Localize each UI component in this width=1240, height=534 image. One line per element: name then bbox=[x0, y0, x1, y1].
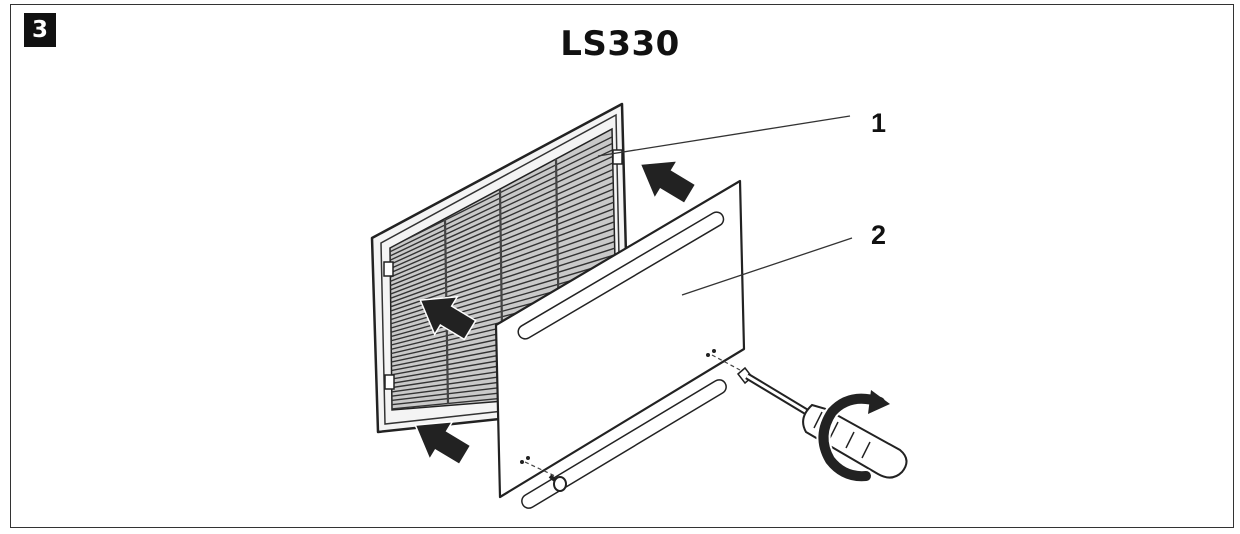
grille-slat bbox=[390, 164, 618, 272]
grille-slat bbox=[390, 178, 618, 281]
callout-1-label: 1 bbox=[871, 108, 887, 138]
rotate-arrow-icon bbox=[816, 390, 890, 484]
grille-slat bbox=[390, 138, 618, 255]
cover-plate bbox=[494, 179, 746, 509]
grille-slat bbox=[390, 158, 618, 268]
grille-slat bbox=[390, 198, 618, 293]
screw-icon bbox=[548, 474, 567, 492]
grille-slat bbox=[390, 144, 618, 260]
push-arrow-icon bbox=[414, 159, 697, 466]
grille-slat bbox=[390, 258, 618, 331]
grille-slat bbox=[390, 251, 618, 327]
grille-slat bbox=[390, 218, 618, 306]
grille-slat bbox=[390, 131, 618, 251]
callout-2-leader bbox=[681, 237, 853, 296]
step-number-badge: 3 bbox=[24, 13, 56, 47]
grille-slat bbox=[390, 225, 618, 310]
grille-slat bbox=[390, 171, 618, 276]
grille-slat bbox=[390, 211, 618, 302]
grille-slat bbox=[390, 184, 618, 285]
grille-slat bbox=[390, 151, 618, 264]
callout-2-label: 2 bbox=[871, 220, 887, 250]
grille-slat bbox=[390, 191, 618, 289]
callout-1-leader bbox=[597, 115, 851, 157]
grille-slat bbox=[390, 205, 618, 297]
figure-title: LS330 bbox=[560, 24, 680, 64]
